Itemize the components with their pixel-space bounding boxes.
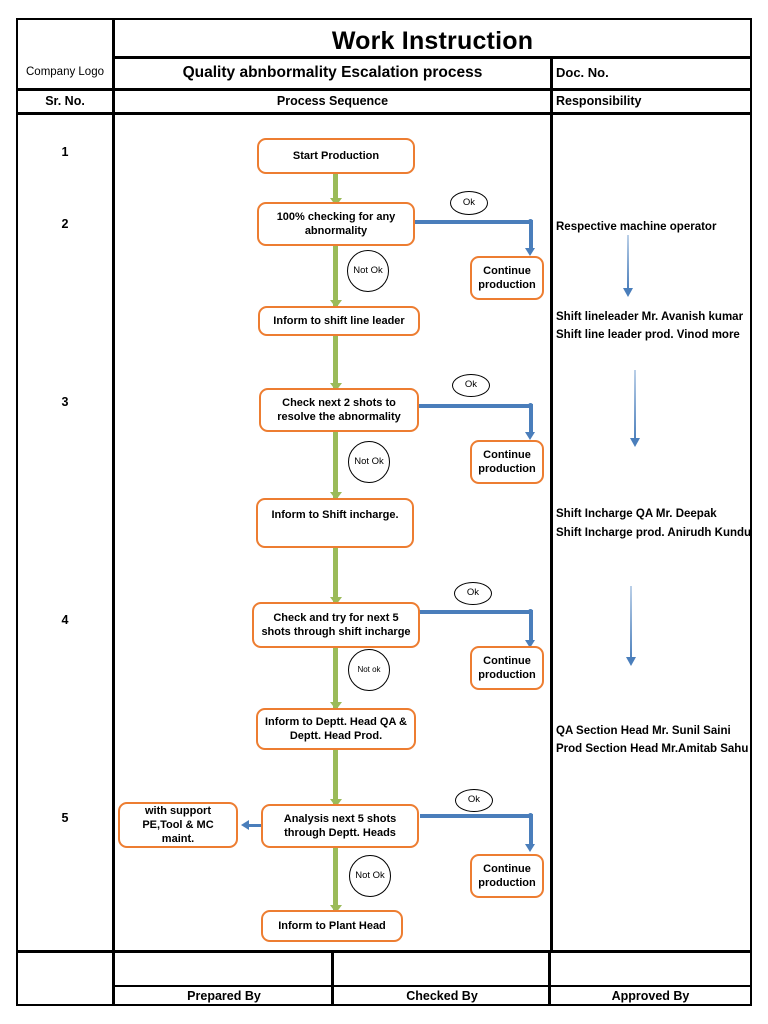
decision-label-not-ok-1: Not Ok — [347, 250, 389, 292]
support-arrow-head — [241, 820, 249, 830]
support-arrow-horizontal — [249, 824, 263, 827]
branch-arrow-horizontal — [412, 220, 532, 224]
flow-arrow-head — [329, 702, 342, 710]
flow-box-inform-plant-head[interactable]: Inform to Plant Head — [261, 910, 403, 942]
decision-label-ok-4: Ok — [455, 789, 493, 812]
company-logo-placeholder: Company Logo — [26, 66, 104, 79]
flow-arrow-head — [329, 300, 342, 308]
responsibility-shift-line-leader-qa: Shift lineleader Mr. Avanish kumar — [556, 311, 744, 323]
step-number-5: 5 — [61, 811, 69, 825]
rule-foot-div1 — [331, 950, 334, 1006]
responsibility-shift-incharge-qa: Shift Incharge QA Mr. Deepak — [556, 508, 717, 520]
flow-arrow-stem — [333, 750, 338, 804]
flow-box-inform-deptt-heads[interactable]: Inform to Deptt. Head QA & Deptt. Head P… — [256, 708, 416, 750]
branch-arrow-horizontal — [416, 404, 532, 408]
document-frame — [16, 18, 752, 1006]
rule-foot-div2 — [548, 950, 551, 1006]
column-header-process-sequence: Process Sequence — [276, 93, 389, 108]
flow-arrow-head — [329, 905, 342, 913]
flow-arrow-stem — [333, 848, 338, 910]
flow-arrow-stem — [333, 336, 338, 388]
responsibility-shift-line-leader-prod: Shift line leader prod. Vinod more — [556, 329, 740, 341]
flow-box-analysis-5-shots[interactable]: Analysis next 5 shots through Deptt. Hea… — [261, 804, 419, 848]
rule-above-footer — [16, 950, 752, 953]
flow-box-check-2-shots[interactable]: Check next 2 shots to resolve the abnorm… — [259, 388, 419, 432]
rule-footer-labels — [112, 985, 752, 987]
decision-label-ok-3: Ok — [454, 582, 492, 605]
column-header-sr-no: Sr. No. — [45, 93, 85, 108]
flow-arrow-stem — [333, 432, 338, 498]
rule-col-resp — [550, 56, 553, 950]
responsibility-shift-incharge-prod: Shift Incharge prod. Anirudh Kundu — [556, 527, 752, 539]
flow-box-continue-production-2[interactable]: Continue production — [470, 440, 544, 484]
branch-arrow-vertical — [528, 404, 533, 434]
responsibility-flow-arrow-head — [626, 657, 636, 666]
responsibility-flow-arrow-stem — [630, 586, 632, 662]
flow-box-start-production[interactable]: Start Production — [257, 138, 415, 174]
flow-arrow-stem — [333, 174, 338, 200]
responsibility-machine-operator: Respective machine operator — [556, 221, 717, 233]
flow-arrow-head — [329, 597, 342, 605]
flow-box-continue-production-3[interactable]: Continue production — [470, 646, 544, 690]
doc-no-label: Doc. No. — [556, 64, 609, 80]
branch-arrow-vertical — [528, 814, 533, 846]
column-header-responsibility: Responsibility — [556, 93, 642, 108]
flow-box-with-support[interactable]: with support PE,Tool & MC maint. — [118, 802, 238, 848]
rule-below-subtitle — [16, 88, 752, 91]
branch-arrow-horizontal — [420, 814, 532, 818]
flow-box-check-5-shots[interactable]: Check and try for next 5 shots through s… — [252, 602, 420, 648]
rule-below-title — [112, 56, 750, 59]
responsibility-qa-section-head: QA Section Head Mr. Sunil Saini — [556, 725, 731, 737]
step-number-1: 1 — [61, 145, 69, 159]
step-number-4: 4 — [61, 613, 69, 627]
branch-arrow-head — [525, 432, 535, 440]
flow-box-checking-abnormality[interactable]: 100% checking for any abnormality — [257, 202, 415, 246]
responsibility-flow-arrow-stem — [634, 370, 636, 442]
flow-box-continue-production-4[interactable]: Continue production — [470, 854, 544, 898]
flow-arrow-stem — [333, 246, 338, 306]
flow-arrow-head — [329, 383, 342, 391]
branch-arrow-head — [525, 640, 535, 648]
branch-arrow-head — [525, 248, 535, 256]
decision-label-ok-1: Ok — [450, 191, 488, 215]
decision-label-not-ok-2: Not Ok — [348, 441, 390, 483]
step-number-3: 3 — [61, 395, 69, 409]
flow-arrow-head — [329, 492, 342, 500]
decision-label-ok-2: Ok — [452, 374, 490, 397]
responsibility-flow-arrow-head — [623, 288, 633, 297]
responsibility-prod-section-head: Prod Section Head Mr.Amitab Sahu — [556, 743, 749, 755]
flow-box-continue-production-1[interactable]: Continue production — [470, 256, 544, 300]
branch-arrow-vertical — [528, 220, 533, 250]
footer-checked-by: Checked By — [406, 989, 478, 1003]
branch-arrow-vertical — [528, 610, 533, 642]
decision-label-not-ok-4: Not Ok — [349, 855, 391, 897]
process-subtitle: Quality abnbormality Escalation process — [182, 64, 483, 82]
rule-below-colheaders — [16, 112, 752, 115]
flow-arrow-stem — [333, 648, 338, 708]
flow-arrow-head — [329, 799, 342, 807]
branch-arrow-horizontal — [418, 610, 532, 614]
decision-label-not-ok-3: Not ok — [348, 649, 390, 691]
rule-col-srno — [112, 18, 115, 1006]
flow-arrow-stem — [333, 548, 338, 602]
flow-box-inform-shift-incharge[interactable]: Inform to Shift incharge. — [256, 498, 414, 548]
footer-prepared-by: Prepared By — [187, 989, 261, 1003]
page-title: Work Instruction — [331, 26, 534, 55]
footer-approved-by: Approved By — [611, 989, 690, 1003]
responsibility-flow-arrow-stem — [627, 235, 629, 290]
step-number-2: 2 — [61, 217, 69, 231]
branch-arrow-head — [525, 844, 535, 852]
flow-box-inform-shift-line-leader[interactable]: Inform to shift line leader — [258, 306, 420, 336]
responsibility-flow-arrow-head — [630, 438, 640, 447]
